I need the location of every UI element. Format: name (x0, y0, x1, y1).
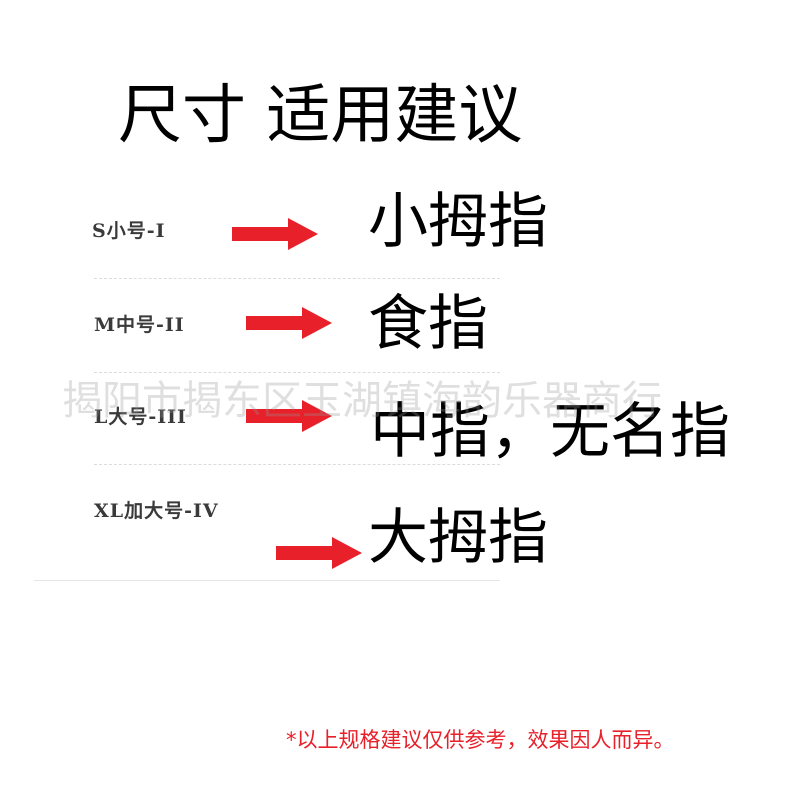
row-divider (94, 278, 500, 279)
disclaimer-note: *以上规格建议仅供参考，效果因人而异。 (286, 728, 675, 752)
size-label-l: L大号-III (94, 406, 187, 428)
arrow-right-icon (232, 218, 318, 250)
finger-middle-ring: 中指，无名指 (370, 397, 730, 467)
size-label-xl: XL加大号-IV (94, 500, 219, 522)
bottom-line (34, 580, 500, 581)
row-divider (94, 372, 500, 373)
finger-thumb: 大拇指 (368, 503, 548, 573)
size-guide-title: 尺寸 适用建议 (118, 79, 523, 153)
arrow-right-icon (276, 537, 362, 569)
finger-index: 食指 (368, 289, 488, 359)
finger-small: 小拇指 (368, 187, 548, 257)
arrow-right-icon (246, 400, 332, 432)
arrow-right-icon (246, 307, 332, 339)
row-divider (94, 464, 500, 465)
size-label-m: M中号-II (94, 314, 185, 336)
size-label-s: S小号-I (92, 220, 166, 242)
